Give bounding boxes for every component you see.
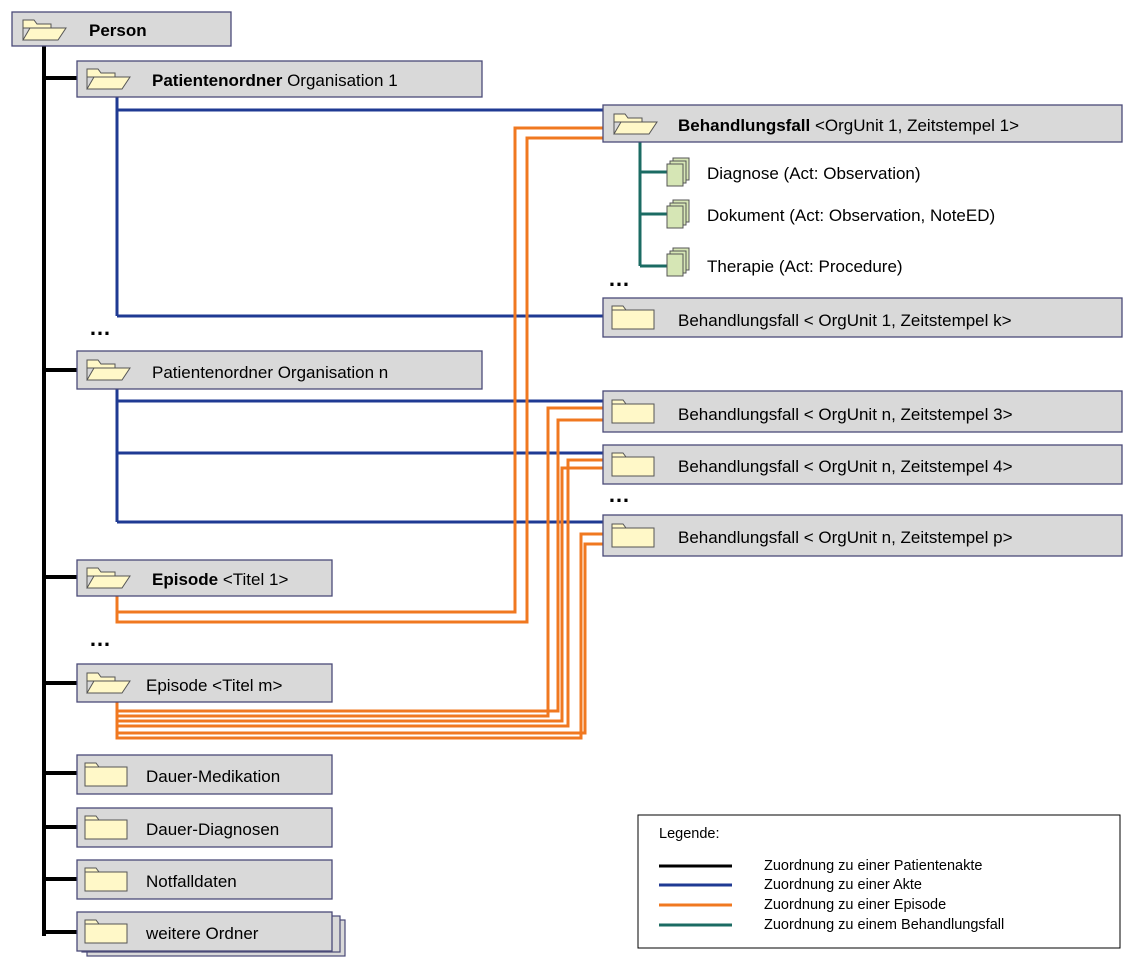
org1-label-rest: Organisation 1 [282, 71, 397, 90]
document-diagnose[interactable]: Diagnose (Act: Observation) [666, 157, 921, 187]
document-dokument[interactable]: Dokument (Act: Observation, NoteED) [666, 199, 995, 229]
legend-item-4: Zuordnung zu einem Behandlungsfall [764, 917, 1004, 933]
legend-item-2: Zuordnung zu einer Akte [764, 877, 922, 893]
episode1-label-rest: <Titel 1> [218, 570, 288, 589]
fall1-label-bold: Behandlungsfall [678, 116, 810, 135]
therapie-label: Therapie (Act: Procedure) [707, 257, 903, 276]
dokument-label: Dokument (Act: Observation, NoteED) [707, 206, 995, 225]
legend-title: Legende: [659, 826, 719, 842]
blue-connectors [115, 97, 603, 524]
document-stack-icon [666, 157, 690, 187]
svg-text:Patientenordner Organisation 1: Patientenordner Organisation 1 [152, 71, 398, 90]
episodem-label: Episode <Titel m> [146, 676, 282, 695]
teal-connectors [638, 142, 668, 268]
svg-text:Behandlungsfall <OrgUnit 1, Ze: Behandlungsfall <OrgUnit 1, Zeitstempel … [678, 116, 1019, 135]
dauer-diagnosen-label: Dauer-Diagnosen [146, 820, 279, 839]
orgn-label: Patientenordner Organisation n [152, 363, 388, 382]
notfalldaten-label: Notfalldaten [146, 872, 237, 891]
episode-m[interactable]: Episode <Titel m> [76, 663, 333, 703]
legend-item-3: Zuordnung zu einer Episode [764, 897, 946, 913]
legend: Legende: Zuordnung zu einer Patientenakt… [637, 814, 1121, 949]
ellipsis-cases-orgn: … [608, 482, 631, 507]
ellipsis-episodes: … [89, 626, 112, 651]
patient-folder-org-1[interactable]: Patientenordner Organisation 1 [76, 60, 483, 98]
diagnose-label: Diagnose (Act: Observation) [707, 164, 921, 183]
episode-1[interactable]: Episode <Titel 1> [76, 559, 333, 597]
svg-text:Episode <Titel 1>: Episode <Titel 1> [152, 570, 288, 589]
dauer-medikation-label: Dauer-Medikation [146, 767, 280, 786]
black-connectors [42, 43, 79, 936]
folder-notfalldaten[interactable]: Notfalldaten [76, 859, 333, 900]
document-stack-icon [666, 247, 690, 277]
treatment-case-k[interactable]: Behandlungsfall < OrgUnit 1, Zeitstempel… [602, 297, 1123, 338]
fall3-label: Behandlungsfall < OrgUnit n, Zeitstempel… [678, 405, 1013, 424]
fallp-label: Behandlungsfall < OrgUnit n, Zeitstempel… [678, 528, 1013, 547]
legend-item-1: Zuordnung zu einer Patientenakte [764, 858, 982, 874]
patient-folder-org-n[interactable]: Patientenordner Organisation n [76, 350, 483, 390]
folder-dauer-diagnosen[interactable]: Dauer-Diagnosen [76, 807, 333, 848]
treatment-case-p[interactable]: Behandlungsfall < OrgUnit n, Zeitstempel… [602, 514, 1123, 557]
document-therapie[interactable]: Therapie (Act: Procedure) [666, 247, 903, 277]
folder-dauer-medikation[interactable]: Dauer-Medikation [76, 754, 333, 795]
episode1-label-bold: Episode [152, 570, 218, 589]
person-node[interactable]: Person [11, 11, 232, 47]
treatment-case-3[interactable]: Behandlungsfall < OrgUnit n, Zeitstempel… [602, 390, 1123, 433]
org1-label-bold: Patientenordner [152, 71, 283, 90]
fallk-label: Behandlungsfall < OrgUnit 1, Zeitstempel… [678, 311, 1012, 330]
fall4-label: Behandlungsfall < OrgUnit n, Zeitstempel… [678, 457, 1013, 476]
fall1-label-rest: <OrgUnit 1, Zeitstempel 1> [810, 116, 1019, 135]
ellipsis-patient-folders: … [89, 315, 112, 340]
folder-weitere-ordner[interactable]: weitere Ordner [76, 911, 346, 957]
weitere-ordner-label: weitere Ordner [145, 924, 259, 943]
document-stack-icon [666, 199, 690, 229]
treatment-case-1[interactable]: Behandlungsfall <OrgUnit 1, Zeitstempel … [602, 104, 1123, 143]
ellipsis-cases-org1: … [608, 266, 631, 291]
treatment-case-4[interactable]: Behandlungsfall < OrgUnit n, Zeitstempel… [602, 444, 1123, 485]
orange-connectors [115, 126, 603, 740]
person-label: Person [89, 21, 147, 40]
